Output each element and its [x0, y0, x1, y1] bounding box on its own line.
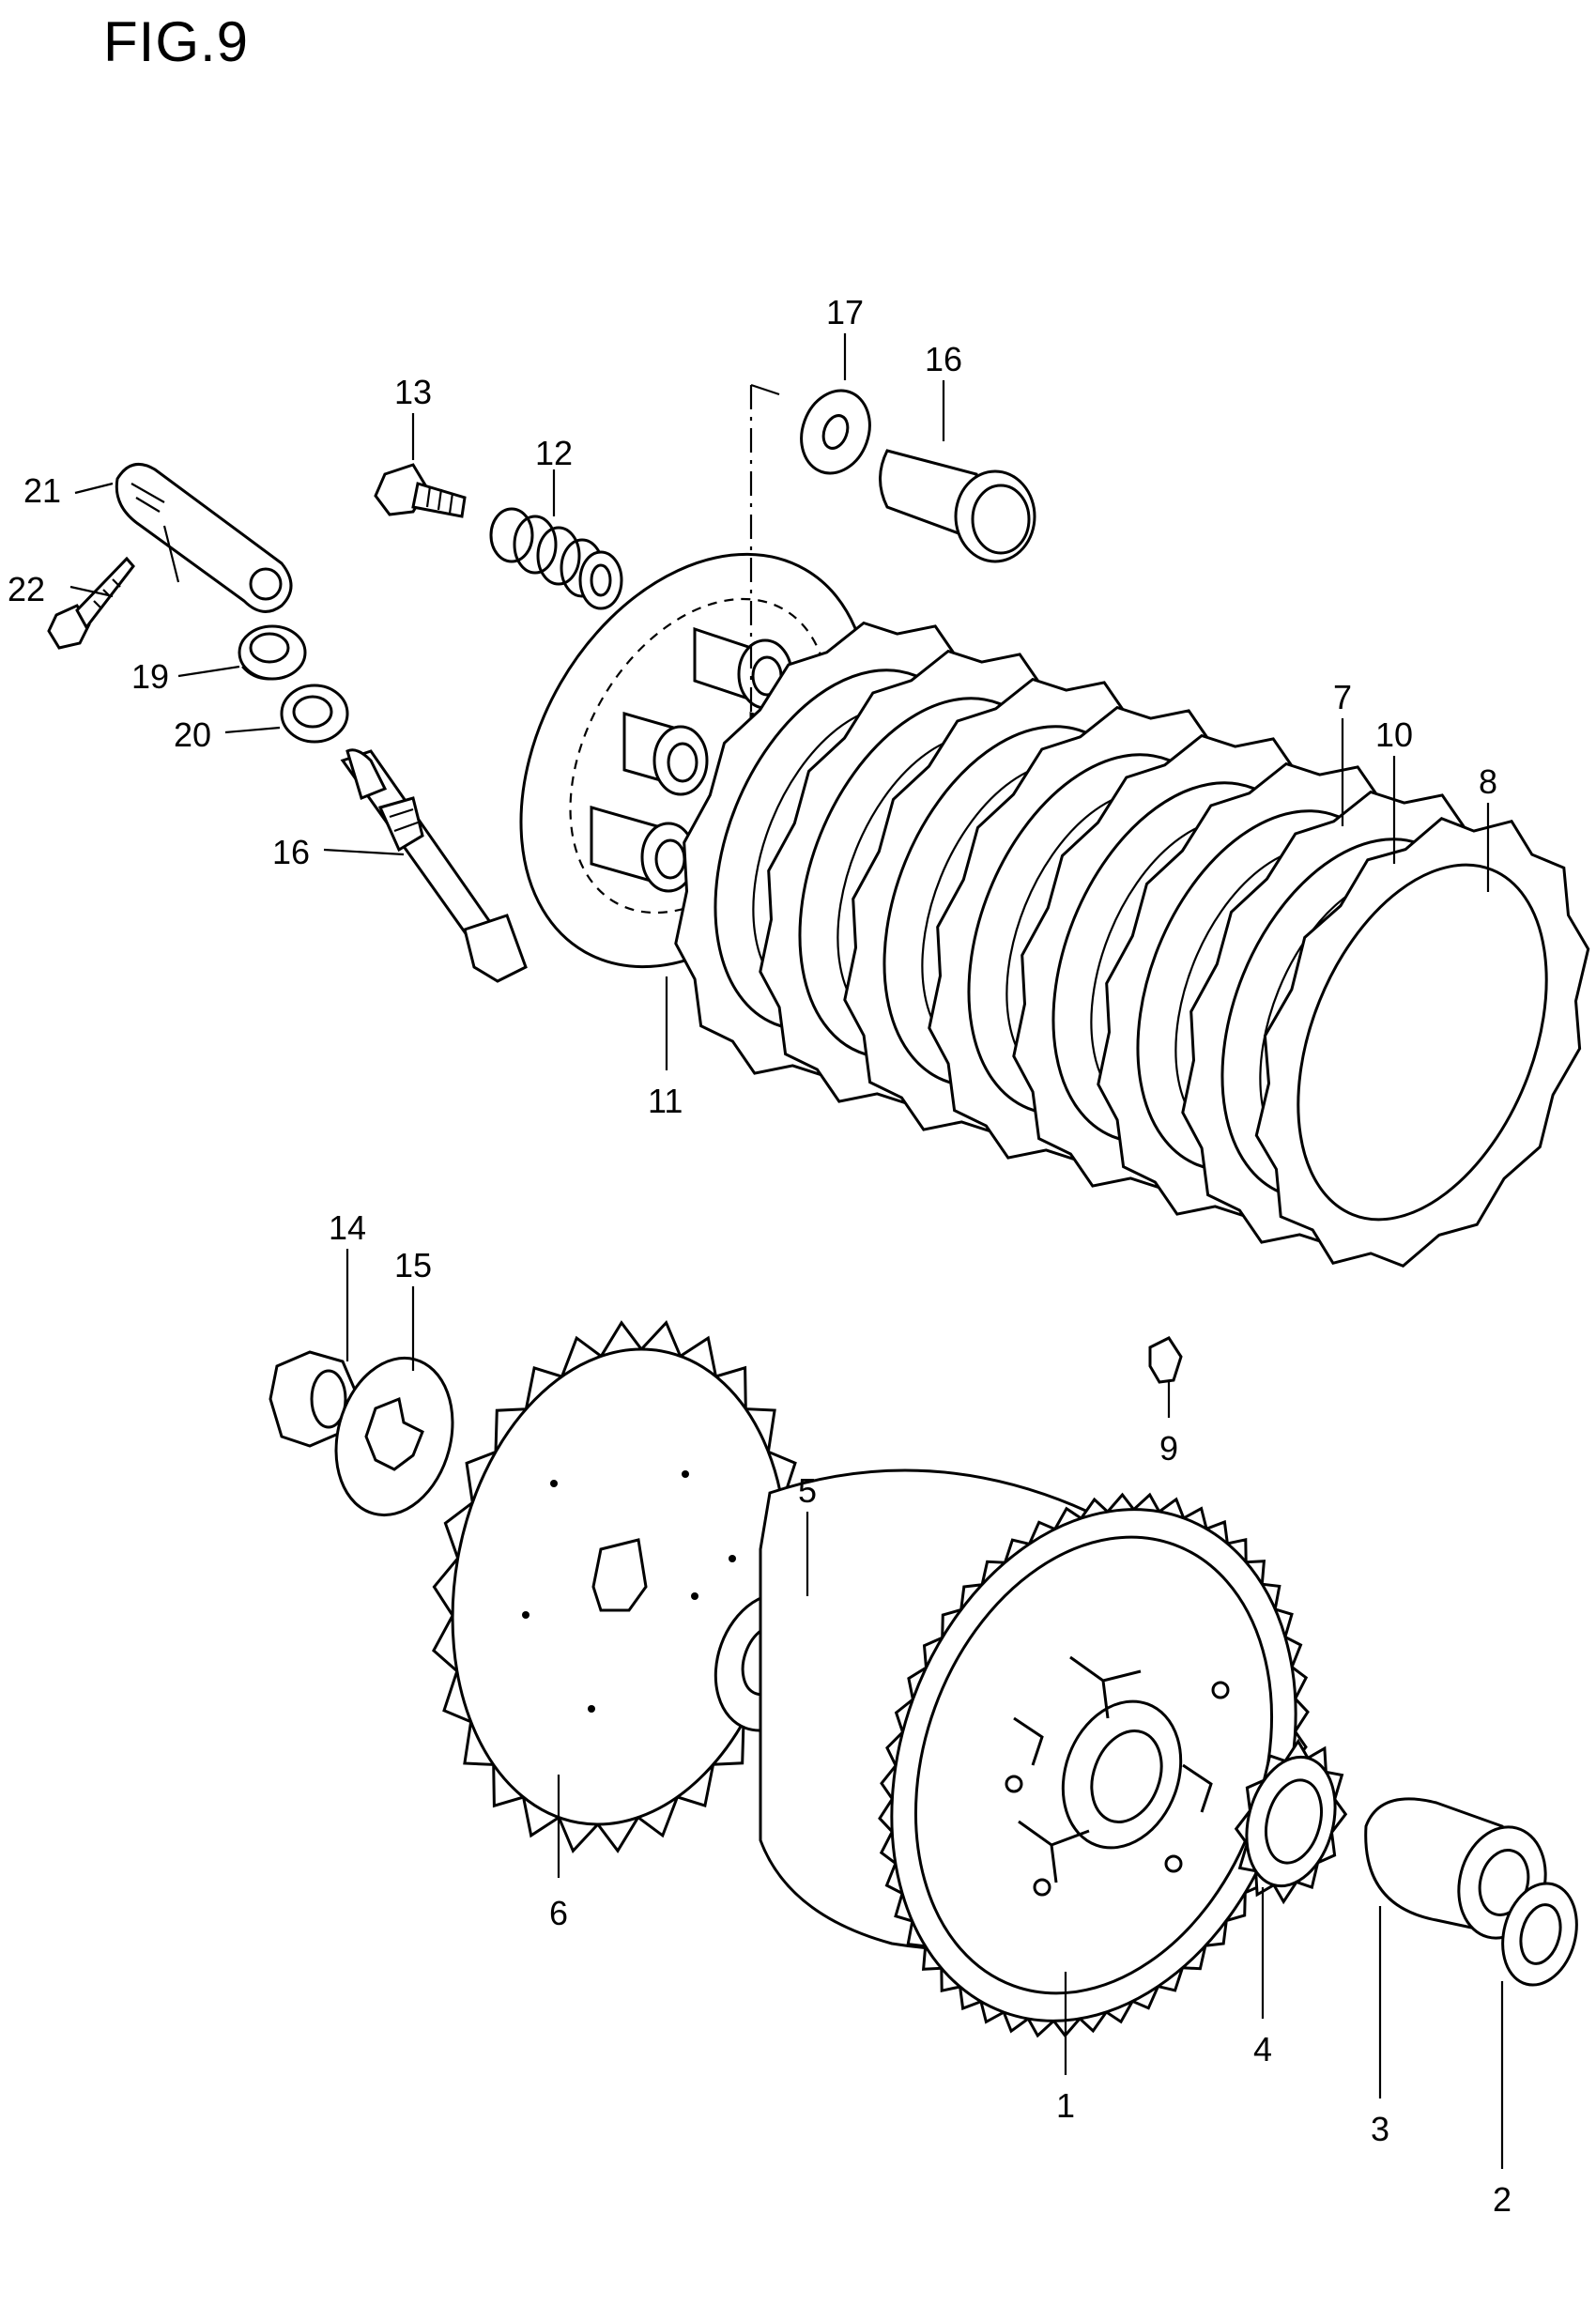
callout-19: 19: [131, 657, 169, 696]
callout-22: 22: [8, 570, 45, 608]
spacer: [1364, 1797, 1547, 1940]
retaining-clip: [1148, 1336, 1183, 1384]
washer-17: [800, 389, 871, 475]
figure-title: FIG.9: [103, 10, 250, 73]
callout-21: 21: [23, 471, 61, 510]
callout-14: 14: [329, 1208, 366, 1247]
push-piece: [879, 449, 1036, 563]
callout-5: 5: [798, 1471, 817, 1510]
callout-7: 7: [1333, 678, 1352, 716]
leader-lines: [69, 333, 1504, 2169]
callout-6: 6: [549, 1894, 568, 1932]
clutch-spring: [489, 507, 623, 610]
callout-3: 3: [1371, 2110, 1389, 2148]
clutch-hub-gear: [432, 1319, 807, 1854]
callout-labels: 21 22 19 20 16 13 12 17 16 11 7 10 8 9 1…: [8, 293, 1512, 2219]
washer-20: [280, 684, 349, 744]
lock-washer: [334, 1356, 454, 1517]
callout-11: 11: [648, 1082, 683, 1120]
callout-15: 15: [394, 1246, 432, 1284]
release-shaft: [340, 748, 528, 983]
callout-16-shaft: 16: [272, 833, 310, 871]
oil-seal: [238, 624, 307, 681]
callout-4: 4: [1253, 2030, 1272, 2068]
callout-17: 17: [826, 293, 864, 331]
callout-10: 10: [1375, 715, 1413, 754]
pressure-bolt: [374, 463, 467, 518]
callout-20: 20: [174, 715, 211, 754]
callout-12: 12: [535, 434, 573, 472]
arm-bolt: [47, 556, 135, 650]
callout-1: 1: [1056, 2086, 1075, 2125]
callout-13: 13: [394, 373, 432, 411]
friction-plate-front: [1254, 816, 1590, 1268]
callout-8: 8: [1479, 762, 1497, 801]
clutch-housing: [759, 1468, 1310, 2038]
callout-9: 9: [1159, 1429, 1178, 1468]
callout-2: 2: [1493, 2180, 1512, 2219]
end-washer: [1501, 1882, 1578, 1987]
clutch-plate-stack: [674, 621, 1590, 1268]
small-gear: [1234, 1738, 1348, 1905]
release-arm: [115, 462, 293, 613]
callout-16-push: 16: [925, 340, 962, 378]
